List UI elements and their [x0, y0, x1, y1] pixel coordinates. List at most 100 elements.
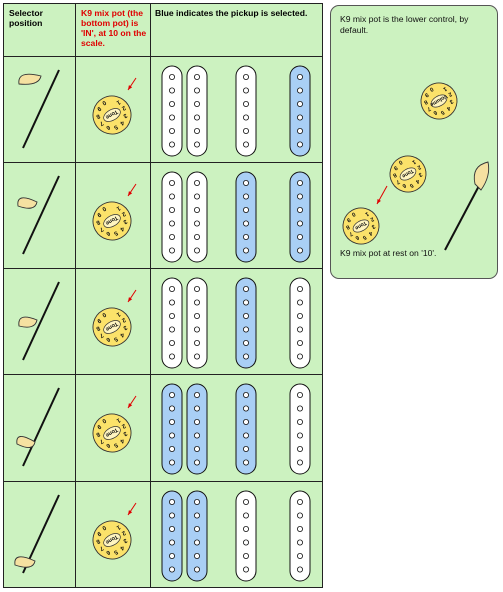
pickup-body — [289, 383, 311, 475]
pickup-body — [186, 277, 208, 369]
pole-piece — [168, 193, 175, 200]
pole-piece — [193, 459, 200, 466]
knob-scale-digit: 9 — [424, 91, 430, 98]
pole-piece — [193, 419, 200, 426]
knob-scale-digit: 9 — [393, 164, 399, 171]
pole-piece — [296, 419, 303, 426]
selector-switch-slot — [22, 387, 60, 467]
knob-scale-digit: 0 — [100, 205, 107, 213]
knob-scale-digit: 0 — [100, 99, 107, 107]
pole-piece — [168, 101, 175, 108]
pole-piece — [168, 114, 175, 121]
pole-piece — [168, 446, 175, 453]
pole-piece — [168, 526, 175, 533]
pole-piece — [193, 101, 200, 108]
knob-scale-digit: 6 — [104, 548, 111, 556]
pole-piece — [296, 207, 303, 214]
pole-piece — [242, 353, 249, 360]
pole-piece — [296, 220, 303, 227]
pole-piece — [296, 73, 303, 80]
knob-scale-digit: 2 — [120, 210, 127, 218]
pole-piece — [242, 326, 249, 333]
pickup-body — [289, 490, 311, 582]
knob-scale-digit: 0 — [100, 417, 107, 425]
pole-piece — [193, 285, 200, 292]
pole-piece — [242, 234, 249, 241]
pickup-body — [161, 171, 183, 263]
pickup-body — [161, 277, 183, 369]
knob-scale-digit: 0 — [397, 158, 403, 165]
knob-scale-digit: 8 — [94, 218, 101, 226]
knob-scale-digit: 7 — [426, 105, 432, 112]
pole-piece — [296, 391, 303, 398]
knob-scale-digit: 5 — [439, 109, 445, 116]
selector-tip — [18, 316, 38, 328]
pole-piece — [168, 432, 175, 439]
pole-piece — [242, 313, 249, 320]
pole-piece — [242, 566, 249, 573]
knob-scale-digit: 3 — [121, 430, 128, 438]
pole-piece — [193, 299, 200, 306]
pole-piece — [242, 498, 249, 505]
pole-piece — [168, 207, 175, 214]
pole-piece — [193, 313, 200, 320]
column-divider — [150, 4, 151, 587]
knob-scale-digit: 9 — [95, 211, 102, 219]
pole-piece — [296, 179, 303, 186]
pickup-coil — [235, 171, 257, 263]
knob-scale-digit: 6 — [104, 123, 111, 131]
knob-scale-digit: 5 — [112, 335, 119, 343]
pickup-body — [289, 65, 311, 157]
pole-piece — [193, 128, 200, 135]
pole-piece — [168, 141, 175, 148]
pole-piece — [242, 247, 249, 254]
knob-scale-digit: 4 — [414, 177, 420, 184]
knob-scale-digit: 8 — [94, 324, 101, 332]
pickup-body — [235, 277, 257, 369]
pole-piece — [168, 87, 175, 94]
knob-scale-digit: 6 — [401, 182, 407, 189]
pickup-coil — [289, 383, 311, 475]
arrow-head — [128, 297, 133, 302]
knob-label-plate — [430, 94, 448, 108]
pole-piece — [242, 391, 249, 398]
pickup-body — [186, 383, 208, 475]
pickup-coil — [186, 65, 208, 157]
knob-label-plate — [103, 320, 121, 334]
pole-piece — [193, 207, 200, 214]
knob-scale-digit: 7 — [395, 178, 401, 185]
pole-piece — [242, 179, 249, 186]
pickup-coil — [186, 277, 208, 369]
selector-switch-slot — [444, 181, 482, 251]
knob-scale-digit: 2 — [120, 422, 127, 430]
knob-scale-digit: 5 — [112, 441, 119, 449]
knob-scale-digit: 1 — [441, 85, 447, 92]
knob-scale-digit: 8 — [94, 430, 101, 438]
pole-piece — [242, 432, 249, 439]
knob-label-plate — [352, 219, 370, 233]
arrow-head — [128, 85, 133, 90]
pole-piece — [242, 419, 249, 426]
knob-scale-digit: 1 — [363, 210, 369, 217]
knob-scale-digit: 3 — [121, 112, 128, 120]
pole-piece — [242, 526, 249, 533]
pickup-body — [235, 171, 257, 263]
mix-pot-info-panel: K9 mix pot is the lower control, by defa… — [330, 5, 498, 279]
selector-switch-slot — [22, 69, 60, 149]
pole-piece — [168, 405, 175, 412]
pickup-body — [235, 65, 257, 157]
pole-piece — [296, 326, 303, 333]
arrow-head — [128, 403, 133, 408]
pole-piece — [193, 498, 200, 505]
pole-piece — [296, 353, 303, 360]
knob-scale-digit: 3 — [121, 218, 128, 226]
knob-scale-digit: 5 — [112, 548, 119, 556]
knob-scale-digit: 5 — [408, 182, 414, 189]
knob-scale-digit: 2 — [416, 163, 422, 170]
pole-piece — [168, 128, 175, 135]
selector-tip — [17, 197, 38, 209]
pole-piece — [296, 313, 303, 320]
